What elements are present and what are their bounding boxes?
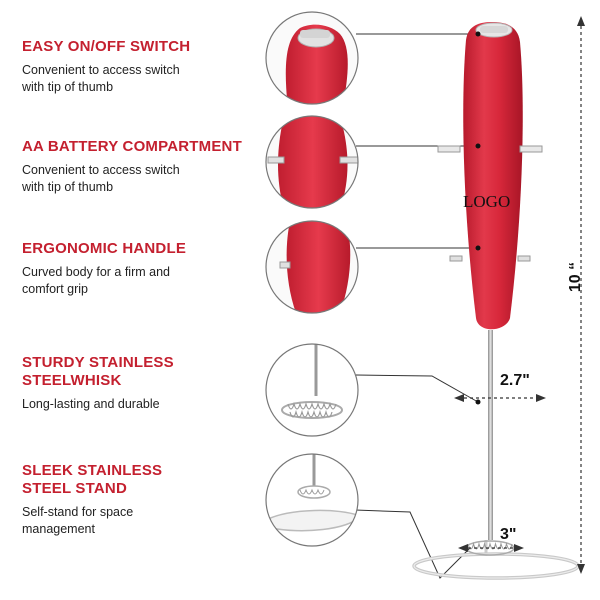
feature-battery-compartment: AA BATTERY COMPARTMENT Convenient to acc… xyxy=(22,138,242,196)
detail-battery-circle xyxy=(265,115,359,209)
feature-title: AA BATTERY COMPARTMENT xyxy=(22,138,242,155)
feature-description: Self-stand for space management xyxy=(22,505,134,536)
feature-on-off-switch: EASY ON/OFF SWITCH Convenient to access … xyxy=(22,38,242,96)
frother-body xyxy=(463,22,523,330)
feature-steel-whisk: STURDY STAINLESS STEELWHISK Long-lasting… xyxy=(22,354,242,413)
feature-title: STURDY STAINLESS STEELWHISK xyxy=(22,354,174,389)
feature-description: Long-lasting and durable xyxy=(22,397,160,411)
feature-steel-stand: SLEEK STAINLESS STEEL STAND Self-stand f… xyxy=(22,462,242,538)
detail-stand-circle xyxy=(265,453,359,547)
feature-description: Convenient to access switch with tip of … xyxy=(22,163,180,194)
battery-clip-right xyxy=(519,145,543,153)
dimension-base xyxy=(458,544,524,552)
leader-lines xyxy=(354,33,479,579)
feature-title: EASY ON/OFF SWITCH xyxy=(22,38,191,55)
feature-title: ERGONOMIC HANDLE xyxy=(22,240,187,257)
dimension-width xyxy=(454,394,546,402)
logo-text: LOGO xyxy=(463,192,510,211)
feature-ergonomic-handle: ERGONOMIC HANDLE Curved body for a firm … xyxy=(22,240,242,298)
whisk-shaft xyxy=(488,330,493,540)
battery-clip-left xyxy=(437,145,461,153)
feature-description: Curved body for a firm and comfort grip xyxy=(22,265,170,296)
detail-whisk-circle xyxy=(265,343,359,437)
dimension-height xyxy=(577,16,585,574)
dimension-height-label: 10 “ xyxy=(567,261,584,293)
feature-title: SLEEK STAINLESS STEEL STAND xyxy=(22,462,163,497)
detail-handle-circle xyxy=(265,220,359,314)
dimension-base-label: 3" xyxy=(500,526,517,543)
detail-switch-circle xyxy=(265,11,359,105)
feature-description: Convenient to access switch with tip of … xyxy=(22,63,180,94)
dimension-width-label: 2.7" xyxy=(500,372,530,389)
frother-product: LOGO xyxy=(412,22,580,580)
